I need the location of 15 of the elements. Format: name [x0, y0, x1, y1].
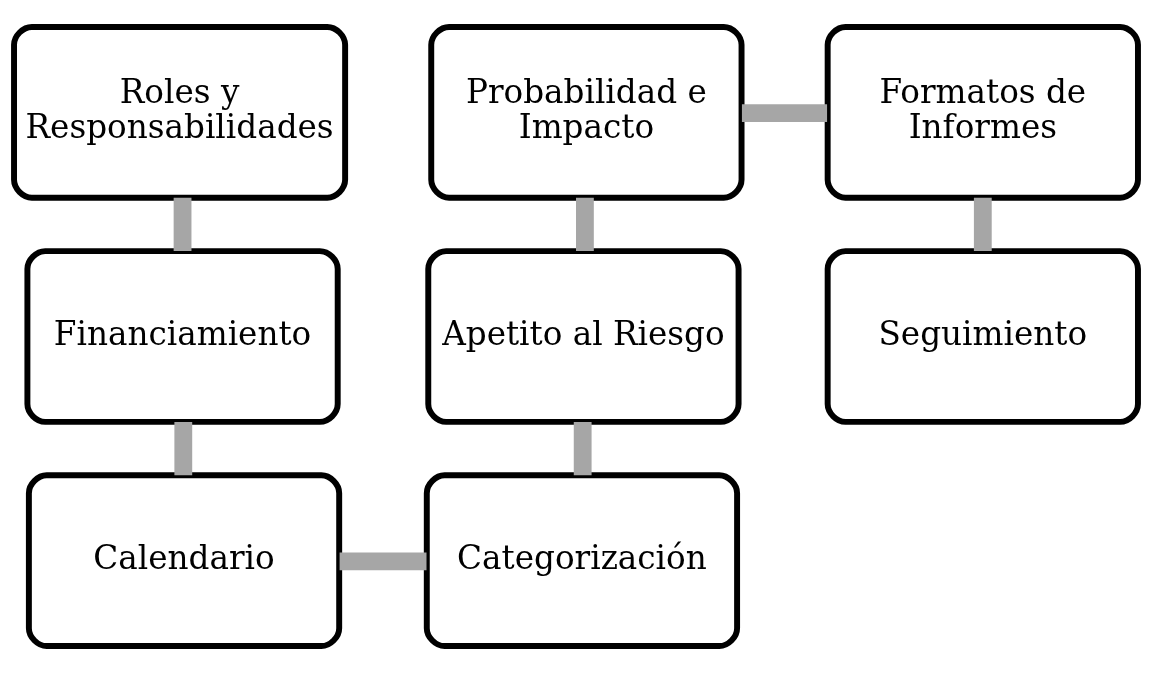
node-box: Roles y Responsabilidades — [11, 23, 349, 201]
connector — [173, 197, 192, 251]
connector — [174, 421, 193, 476]
node-box: Financiamiento — [24, 248, 341, 425]
node-box: Calendario — [25, 472, 343, 650]
node-box: Probabilidad e Impacto — [428, 23, 745, 201]
connector — [573, 421, 592, 476]
connector — [576, 197, 594, 251]
node-box: Formatos de Informes — [824, 23, 1141, 201]
node-box: Seguimiento — [824, 248, 1141, 425]
connector — [339, 552, 427, 571]
node-box: Apetito al Riesgo — [425, 248, 742, 425]
connector — [741, 104, 828, 122]
node-box: Categorización — [423, 472, 741, 650]
connector — [973, 197, 992, 251]
